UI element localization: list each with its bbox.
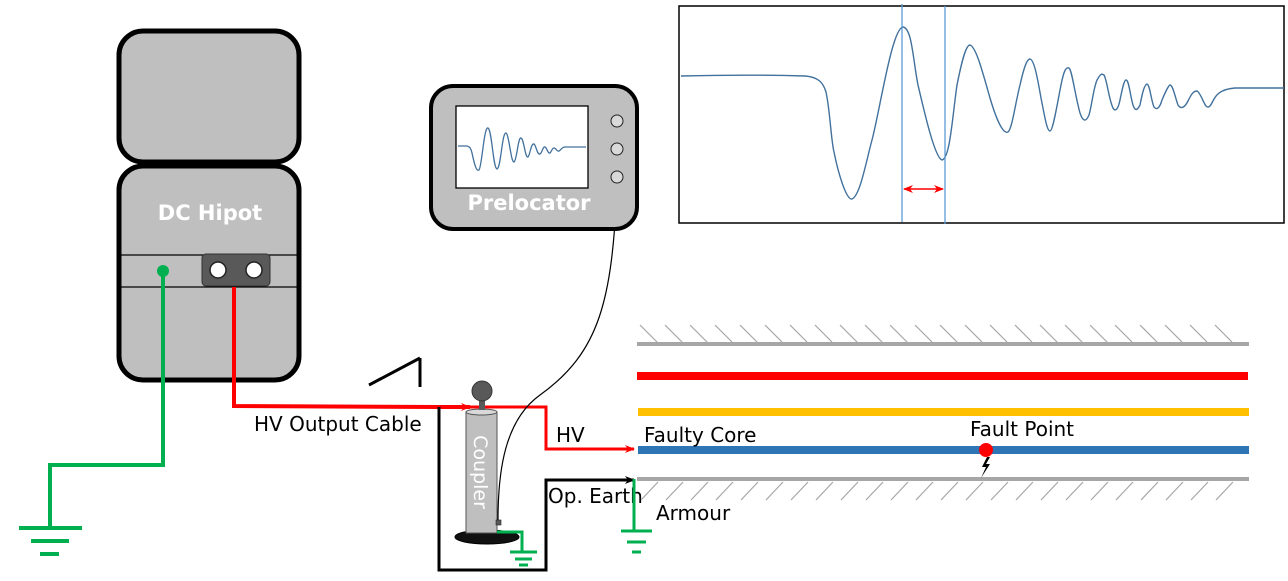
- bottom-hatching: [640, 481, 1234, 501]
- hatch-mark: [1115, 481, 1134, 501]
- hatch-mark: [714, 324, 733, 343]
- hatch-mark: [939, 324, 958, 343]
- ground-symbol-hipot: [19, 526, 82, 556]
- hatch-mark: [1039, 324, 1058, 343]
- switch-symbol: [368, 356, 422, 387]
- hatch-mark: [1065, 481, 1084, 501]
- hatch-mark: [1114, 324, 1133, 343]
- hatch-mark: [790, 481, 809, 501]
- hatch-mark: [1090, 481, 1109, 501]
- lightning-bolt-icon: [981, 457, 990, 478]
- hatch-mark: [989, 324, 1008, 343]
- coupler-terminal-stem: [479, 398, 485, 410]
- hatch-mark: [789, 324, 808, 343]
- prelocator-screen-waveform: [458, 127, 586, 171]
- ground-symbol-armour: [621, 529, 652, 554]
- dc-hipot-device: DC Hipot: [116, 28, 302, 383]
- faulty-core-label: Faulty Core: [644, 423, 756, 447]
- hipot-output-socket-1[interactable]: [209, 261, 227, 279]
- hatch-mark: [890, 481, 909, 501]
- hatch-mark: [814, 324, 833, 343]
- armour-label: Armour: [656, 501, 731, 525]
- coupler-signal-port[interactable]: [495, 519, 502, 526]
- hv-label: HV: [556, 423, 585, 447]
- hatch-mark: [940, 481, 959, 501]
- prelocator-input-port[interactable]: [610, 170, 624, 184]
- waveform-panel: [678, 4, 1285, 224]
- op-earth-wire: [437, 407, 635, 572]
- coupler-label: Coupler: [469, 435, 491, 509]
- hatch-mark: [715, 481, 734, 501]
- hatch-mark: [640, 481, 659, 501]
- hatch-mark: [765, 481, 784, 501]
- hatch-mark: [689, 324, 708, 343]
- hatch-mark: [664, 324, 683, 343]
- hatch-mark: [1089, 324, 1108, 343]
- hatch-mark: [864, 324, 883, 343]
- hatch-mark: [740, 481, 759, 501]
- coupler-device: Coupler: [454, 380, 520, 545]
- hv-wire-to-core: [470, 405, 635, 453]
- hatch-mark: [1190, 481, 1209, 501]
- signal-cable: [497, 186, 621, 521]
- top-hatching: [639, 324, 1233, 343]
- prelocator-button-2[interactable]: [610, 142, 624, 156]
- hatch-mark: [1164, 324, 1183, 343]
- hatch-mark: [1215, 481, 1234, 501]
- prelocator-label: Prelocator: [467, 191, 591, 215]
- hatch-mark: [839, 324, 858, 343]
- hipot-output-socket-2[interactable]: [245, 261, 263, 279]
- hatch-mark: [639, 324, 658, 343]
- hatch-mark: [1165, 481, 1184, 501]
- hv-output-cable: [232, 287, 471, 411]
- hipot-earth-wire: [48, 271, 165, 528]
- hatch-mark: [1214, 324, 1233, 343]
- hatch-mark: [815, 481, 834, 501]
- hv-output-cable-label: HV Output Cable: [254, 412, 422, 436]
- hipot-label: DC Hipot: [158, 201, 262, 225]
- hatch-mark: [1014, 324, 1033, 343]
- coupler-earth-wire: [497, 530, 524, 551]
- waveform-frame: [678, 5, 1285, 224]
- op-earth-label: Op. Earth: [548, 484, 643, 508]
- hatch-mark: [915, 481, 934, 501]
- hipot-top-unit: [116, 28, 302, 165]
- hatch-mark: [690, 481, 709, 501]
- fault-point-marker[interactable]: [979, 443, 993, 457]
- hatch-mark: [764, 324, 783, 343]
- hatch-mark: [865, 481, 884, 501]
- fault-point-label: Fault Point: [970, 417, 1074, 441]
- coupler-hv-terminal[interactable]: [471, 380, 493, 402]
- hatch-mark: [840, 481, 859, 501]
- hatch-mark: [1064, 324, 1083, 343]
- hatch-mark: [965, 481, 984, 501]
- hatch-mark: [914, 324, 933, 343]
- hatch-mark: [1189, 324, 1208, 343]
- ground-symbol-coupler: [510, 550, 537, 567]
- prelocator-device: Prelocator: [429, 84, 639, 231]
- hatch-mark: [739, 324, 758, 343]
- prelocator-button-1[interactable]: [610, 114, 624, 128]
- hatch-mark: [1015, 481, 1034, 501]
- cable-section: Faulty Core Fault Point Armour: [637, 324, 1249, 525]
- hatch-mark: [1139, 324, 1158, 343]
- hatch-mark: [990, 481, 1009, 501]
- prelocator-screen: [455, 105, 589, 189]
- waveform-trace: [680, 26, 1284, 200]
- hatch-mark: [889, 324, 908, 343]
- hatch-mark: [1140, 481, 1159, 501]
- hatch-mark: [665, 481, 684, 501]
- hatch-mark: [1040, 481, 1059, 501]
- hatch-mark: [964, 324, 983, 343]
